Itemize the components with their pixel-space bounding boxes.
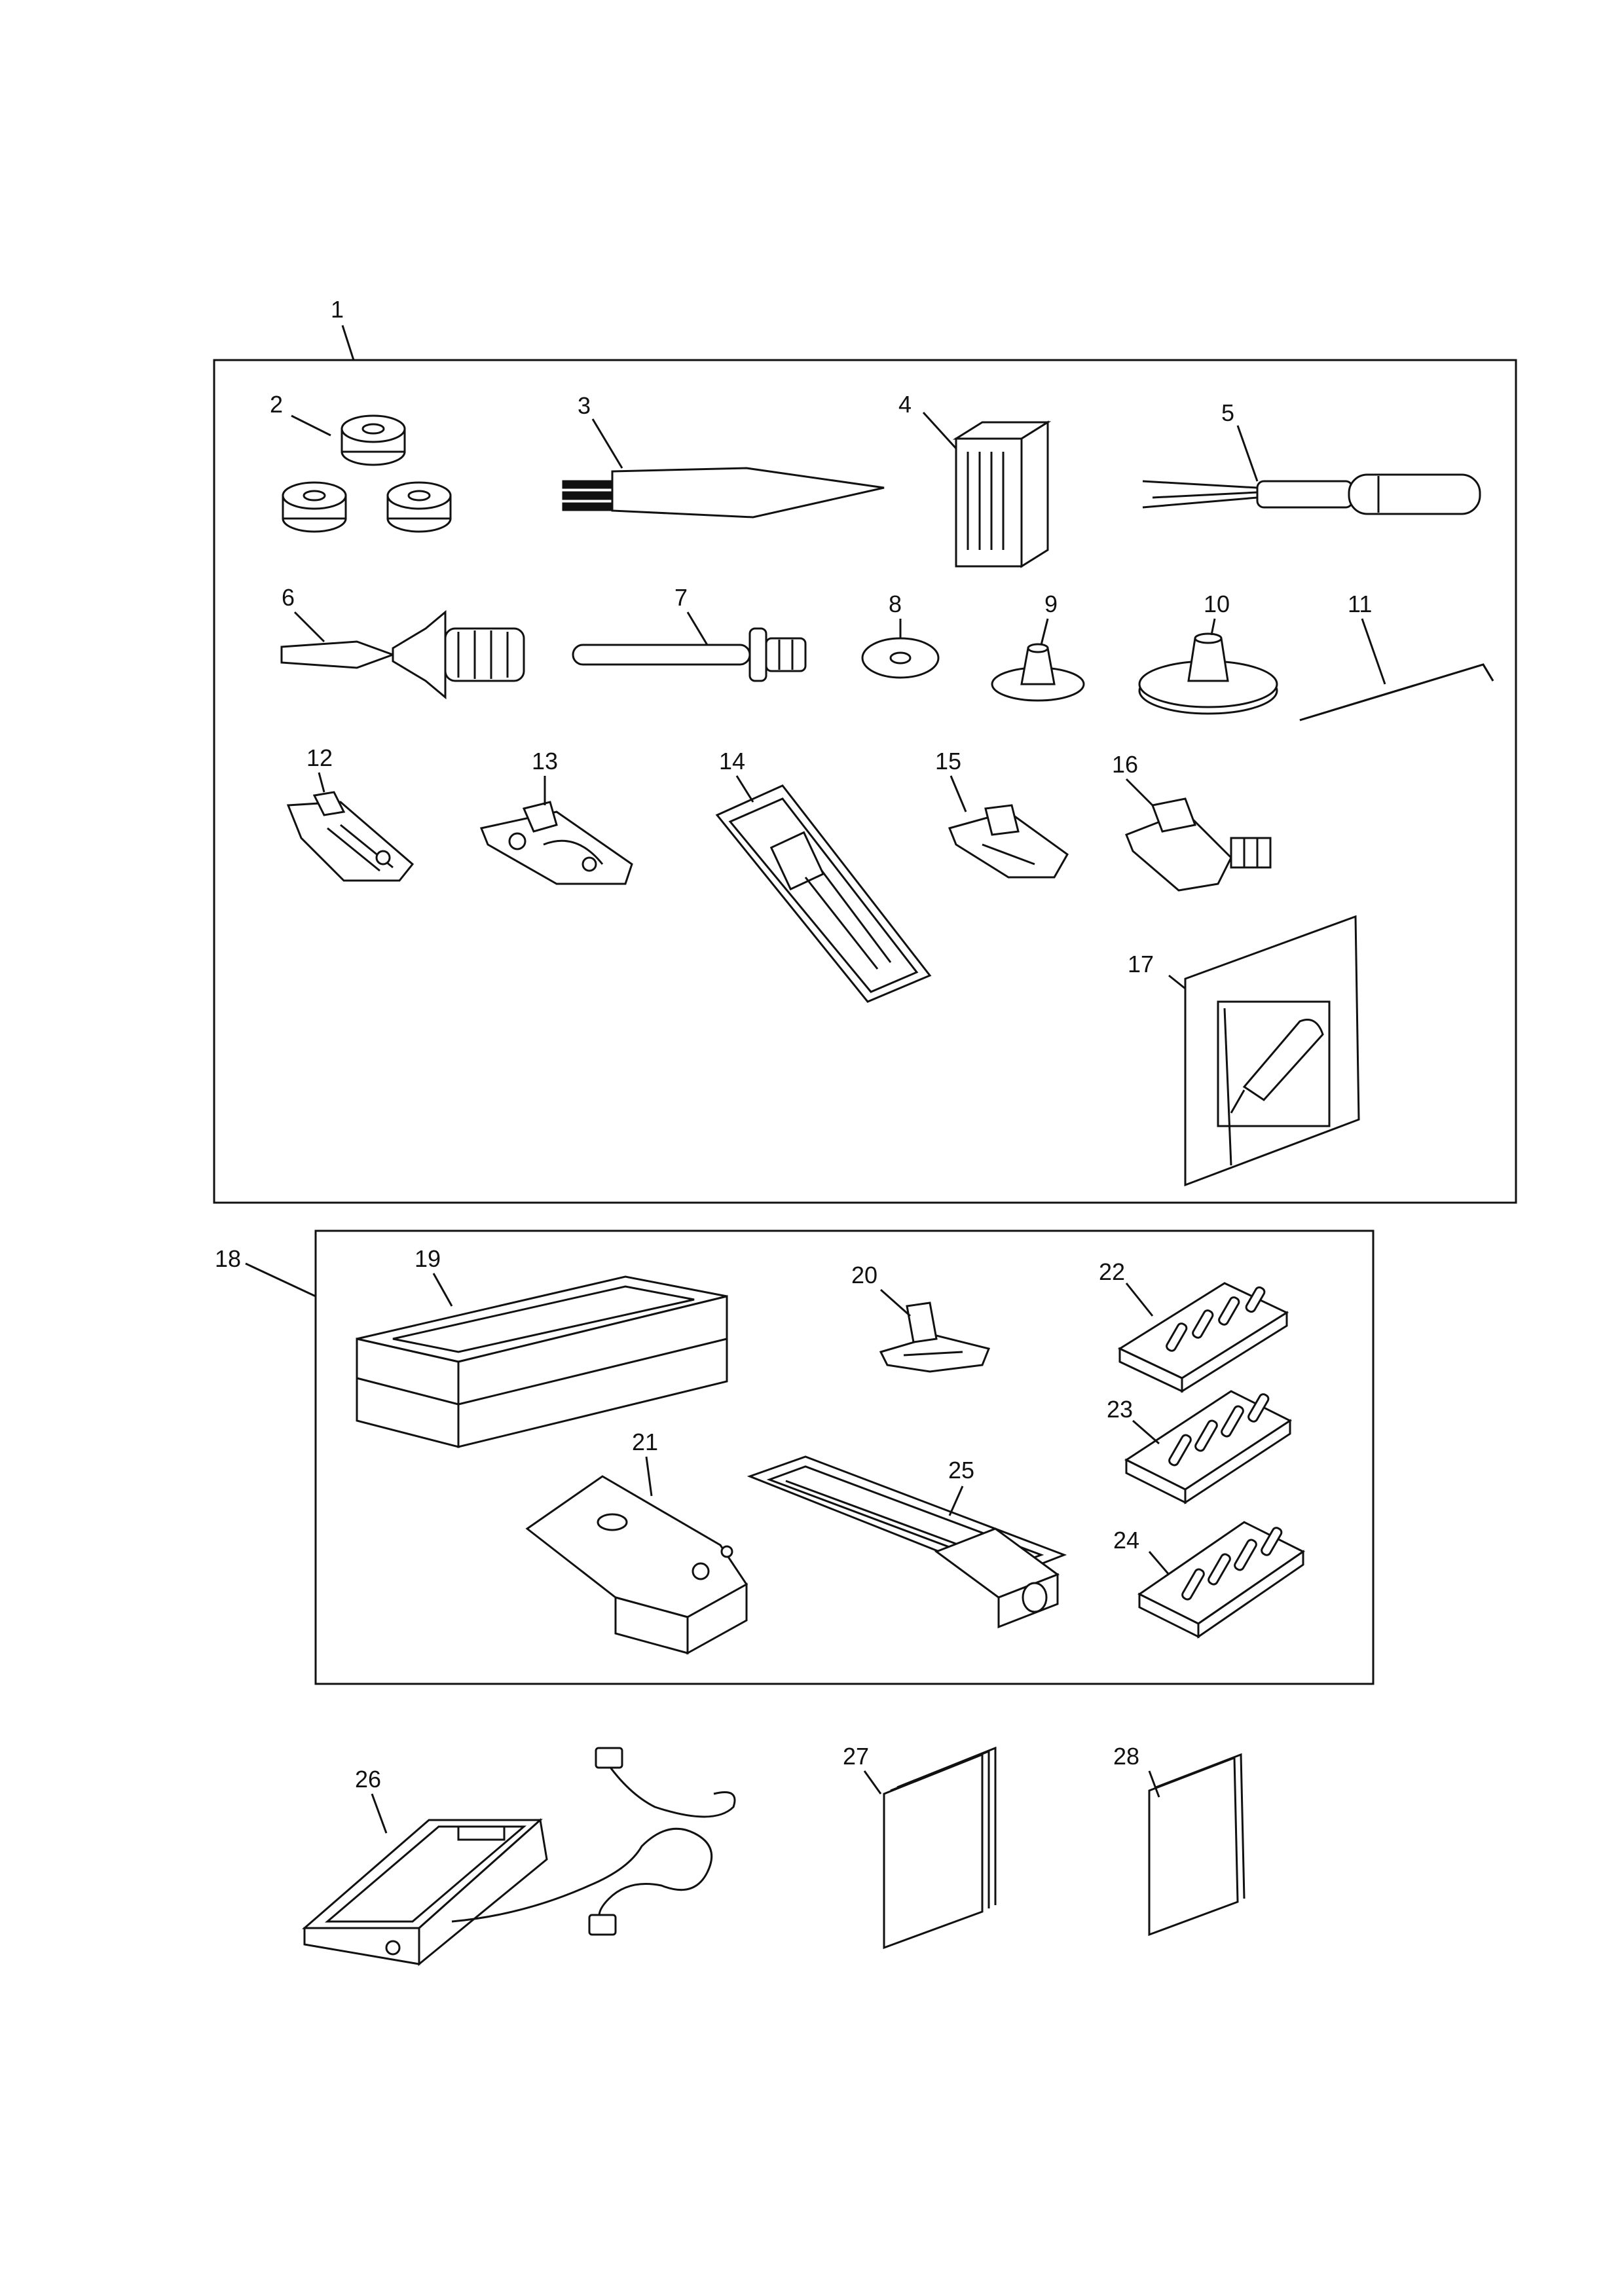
part-4-needle-case <box>952 420 1052 568</box>
leader-28 <box>1148 1770 1160 1798</box>
leader-20 <box>880 1288 911 1317</box>
callout-5: 5 <box>1221 399 1234 426</box>
callout-21: 21 <box>632 1429 658 1455</box>
leader-10 <box>1210 618 1216 636</box>
callout-16: 16 <box>1112 751 1138 778</box>
leader-3 <box>591 418 623 469</box>
callout-17: 17 <box>1128 951 1154 977</box>
group-18-frame <box>314 1230 1375 1685</box>
leader-22 <box>1125 1283 1154 1317</box>
leader-12 <box>318 772 325 793</box>
leader-15 <box>950 775 967 812</box>
callout-26: 26 <box>355 1766 381 1793</box>
part-3-lint-brush <box>562 467 885 519</box>
leader-26 <box>371 1793 388 1834</box>
part-25-buttonhole-foot <box>747 1455 1067 1629</box>
callout-2: 2 <box>270 391 283 418</box>
part-24-buttonhole-template <box>1137 1521 1305 1639</box>
leader-4 <box>922 411 957 450</box>
leader-25 <box>948 1485 964 1516</box>
part-23-buttonhole-template <box>1124 1390 1293 1504</box>
callout-6: 6 <box>282 584 295 611</box>
callout-13: 13 <box>532 748 558 774</box>
part-12-presser-foot <box>286 791 415 882</box>
part-19-accessory-box <box>356 1275 728 1448</box>
callout-3: 3 <box>578 392 591 419</box>
callout-25: 25 <box>948 1457 974 1484</box>
callout-23: 23 <box>1107 1396 1133 1423</box>
part-14-buttonhole-foot <box>715 784 932 1003</box>
leader-6 <box>293 611 325 643</box>
part-28-booklet <box>1148 1753 1246 1937</box>
part-6-screwdriver <box>280 610 525 700</box>
part-26-foot-controller <box>301 1747 736 1967</box>
callout-14: 14 <box>719 748 745 774</box>
part-9-spool-cap-small <box>991 643 1085 702</box>
callout-12: 12 <box>306 744 333 771</box>
part-15-presser-foot <box>948 804 1069 879</box>
part-27-instruction-book <box>883 1746 997 1950</box>
leader-18 <box>245 1262 316 1298</box>
part-7-spool-pin <box>572 627 807 682</box>
callout-9: 9 <box>1044 591 1058 617</box>
group-1-frame <box>213 359 1517 1204</box>
part-2-bobbins <box>282 414 452 533</box>
leader-16 <box>1125 778 1154 807</box>
leader-21 <box>645 1456 653 1497</box>
callout-28: 28 <box>1113 1743 1139 1770</box>
leader-24 <box>1148 1551 1170 1575</box>
callout-1: 1 <box>331 296 344 323</box>
part-17-instruction-sheet <box>1184 915 1360 1187</box>
callout-8: 8 <box>889 591 902 617</box>
part-10-spool-cap-large <box>1138 632 1278 715</box>
leader-17 <box>1168 974 1186 990</box>
callout-24: 24 <box>1113 1527 1139 1554</box>
callout-22: 22 <box>1099 1258 1125 1285</box>
leader-9 <box>1040 618 1049 646</box>
part-16-presser-foot <box>1125 797 1272 892</box>
part-21-extension-plate <box>525 1475 748 1655</box>
leader-2 <box>291 414 331 437</box>
part-22-buttonhole-template <box>1117 1282 1289 1393</box>
part-5-seam-ripper <box>1142 473 1481 515</box>
callout-27: 27 <box>843 1743 869 1770</box>
leader-5 <box>1236 425 1259 482</box>
callout-18: 18 <box>215 1245 241 1272</box>
callout-19: 19 <box>415 1245 441 1272</box>
callout-4: 4 <box>898 391 912 418</box>
leader-23 <box>1132 1419 1160 1445</box>
leader-1 <box>341 325 355 361</box>
part-20-presser-foot <box>879 1302 991 1373</box>
callout-20: 20 <box>851 1262 877 1288</box>
leader-14 <box>735 775 754 803</box>
part-13-presser-foot <box>479 801 633 885</box>
part-8-felt-disc <box>861 637 940 679</box>
leader-19 <box>432 1273 453 1307</box>
callout-15: 15 <box>935 748 961 774</box>
callout-10: 10 <box>1204 591 1230 617</box>
leader-27 <box>863 1770 882 1795</box>
leader-11 <box>1361 618 1386 685</box>
callout-11: 11 <box>1348 591 1372 617</box>
part-11-hex-wrench <box>1299 663 1494 721</box>
callout-7: 7 <box>674 584 688 611</box>
leader-7 <box>686 611 709 646</box>
